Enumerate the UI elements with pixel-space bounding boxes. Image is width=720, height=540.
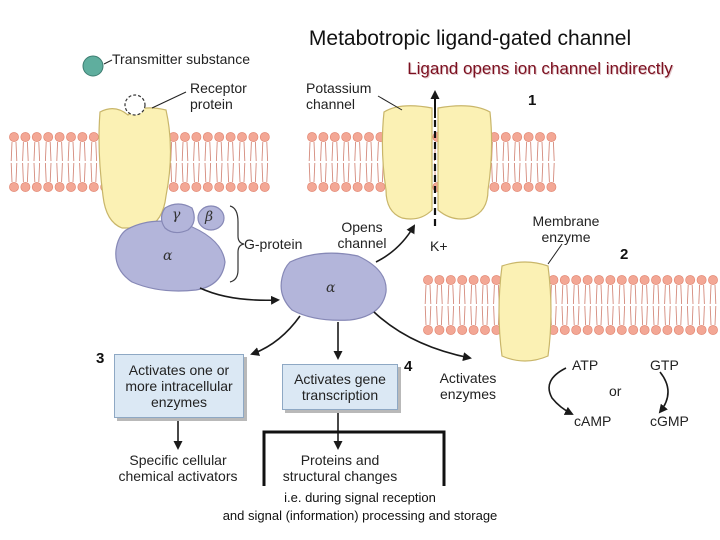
- label-receptor-line2: protein: [190, 96, 233, 112]
- label-camp: cAMP: [574, 413, 612, 429]
- label-beta: β: [205, 209, 214, 225]
- arrow-atp-to-camp: [548, 367, 574, 415]
- label-alpha-bound: α: [163, 248, 173, 264]
- label-activates-enzymes-line2: enzymes: [439, 386, 497, 402]
- arrow-gtp-to-cgmp: [658, 371, 669, 414]
- membrane-enzyme: [498, 261, 552, 362]
- pointer-potassium: [377, 95, 403, 111]
- subtitle-emphasis: indirectly: [605, 59, 673, 78]
- box-intracellular-line1: Activates one or: [128, 362, 230, 378]
- gprotein-gamma: [160, 203, 195, 234]
- membrane-lower-right: [423, 275, 718, 335]
- pointer-receptor: [151, 91, 187, 109]
- note-line2: and signal (information) processing and …: [222, 508, 498, 523]
- box-intracellular-line3: enzymes: [150, 394, 208, 410]
- pointer-transmitter: [103, 59, 113, 65]
- potassium-channel: [381, 105, 433, 220]
- subtitle-prefix: Ligand opens ion channel: [407, 59, 606, 78]
- receptor-protein: [98, 107, 172, 229]
- gprotein-beta: [197, 205, 225, 231]
- label-activates-enzymes-line1: Activates: [439, 370, 497, 386]
- label-kplus: K+: [430, 238, 448, 254]
- number-2: 2: [620, 246, 629, 263]
- box-intracellular-line2: more intracellular: [125, 378, 233, 394]
- label-proteins-line1: Proteins and: [300, 452, 380, 468]
- number-4: 4: [404, 358, 413, 375]
- label-proteins-line2: structural changes: [282, 468, 398, 484]
- label-opens-line1: Opens: [341, 219, 383, 235]
- arrow-alpha-to-intracellular: [250, 315, 301, 356]
- diagram-subtitle: Ligand opens ion channel indirectly: [300, 59, 720, 79]
- label-gtp: GTP: [650, 357, 679, 373]
- label-alpha-activated: α: [326, 280, 336, 296]
- label-gprotein: G-protein: [244, 236, 303, 252]
- label-gamma: γ: [172, 207, 181, 223]
- label-receptor-line1: Receptor: [190, 80, 247, 96]
- label-specific-line1: Specific cellular: [129, 452, 227, 468]
- number-3: 3: [96, 350, 105, 367]
- alpha-subunit-activated: [280, 252, 387, 321]
- potassium-channel-right: [437, 105, 493, 220]
- number-1: 1: [528, 92, 537, 109]
- arrow-alpha-to-enzyme: [373, 311, 472, 362]
- note-line1: i.e. during signal reception: [284, 490, 436, 505]
- label-membrane-enzyme-line1: Membrane: [532, 213, 600, 229]
- arrow-gprotein-to-alpha: [199, 287, 280, 305]
- label-specific-line2: chemical activators: [118, 468, 238, 484]
- label-opens-line2: channel: [337, 235, 387, 251]
- receptor-binding-site: [124, 94, 146, 116]
- diagram-title: Metabotropic ligand-gated channel: [308, 27, 632, 50]
- box-gene-line2: transcription: [301, 387, 379, 403]
- box-gene-line1: Activates gene: [294, 371, 386, 387]
- label-cgmp: cGMP: [650, 413, 689, 429]
- pointer-membrane-enzyme: [547, 243, 563, 265]
- label-transmitter: Transmitter substance: [112, 51, 250, 67]
- label-membrane-enzyme-line2: enzyme: [541, 229, 591, 245]
- label-potassium-line2: channel: [306, 96, 356, 112]
- arrow-alpha-to-channel: [375, 224, 416, 263]
- gprotein-bracket: [229, 205, 245, 283]
- label-potassium-line1: Potassium: [306, 80, 372, 96]
- label-or: or: [609, 383, 622, 399]
- transmitter-molecule: [82, 55, 104, 77]
- label-atp: ATP: [572, 357, 599, 373]
- note-bracket: [262, 430, 446, 486]
